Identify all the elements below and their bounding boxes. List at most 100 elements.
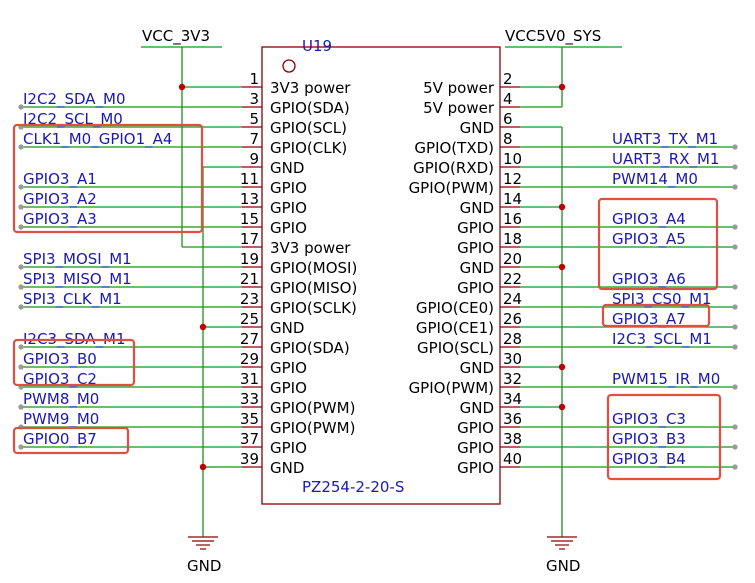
net-label: GPIO3_B3 (612, 430, 686, 449)
pin-name: GND (270, 159, 304, 177)
pin-number: 26 (503, 310, 522, 328)
pin-name: GPIO(RXD) (413, 159, 494, 177)
net-terminal (732, 284, 738, 290)
pin-name: GND (460, 119, 494, 137)
pin-name: GPIO (270, 199, 307, 217)
highlight-box (12, 123, 204, 234)
ground-symbol-right (547, 536, 577, 550)
junction-dot (558, 83, 566, 91)
junction-dot (558, 263, 566, 271)
net-label: GPIO3_A6 (612, 270, 686, 289)
pin-number: 39 (240, 450, 259, 468)
power-label-right: VCC5V0_SYS (505, 27, 601, 46)
junction-dot (178, 83, 186, 91)
pin-number: 36 (503, 410, 522, 428)
pin-number: 33 (240, 390, 259, 408)
net-terminal (18, 224, 24, 230)
pin-name: 3V3 power (270, 239, 351, 257)
net-terminal (732, 444, 738, 450)
net-terminal (18, 144, 24, 150)
pin-name: GND (460, 199, 494, 217)
pin-name: GND (460, 399, 494, 417)
net-label: SPI3_CS0_M1 (612, 290, 712, 309)
highlight-box (601, 303, 711, 328)
pin-number: 23 (240, 290, 259, 308)
net-terminal (732, 304, 738, 310)
pin-number: 20 (503, 250, 522, 268)
pin-name: GPIO(SCLK) (270, 299, 357, 317)
pin-number: 14 (503, 190, 522, 208)
pin-name: GPIO (457, 459, 494, 477)
net-label: I2C2_SDA_M0 (23, 90, 126, 109)
pin-number: 13 (240, 190, 259, 208)
pin-number: 6 (503, 110, 513, 128)
highlight-box (12, 338, 136, 387)
pin-number: 28 (503, 330, 522, 348)
junction-dot (558, 203, 566, 211)
pin-number: 24 (503, 290, 522, 308)
pin-number: 17 (240, 230, 259, 248)
pin1-marker (282, 59, 296, 73)
component-designator: U19 (302, 37, 332, 55)
pin-name: GND (270, 459, 304, 477)
pin-number: 11 (240, 170, 259, 188)
net-label: CLK1_M0_GPIO1_A4 (23, 130, 172, 149)
net-terminal (18, 344, 24, 350)
net-label: GPIO3_A4 (612, 210, 686, 229)
pin-name: GPIO(PWM) (409, 379, 494, 397)
net-terminal (18, 404, 24, 410)
net-terminal (732, 184, 738, 190)
net-terminal (18, 284, 24, 290)
net-terminal (732, 244, 738, 250)
pin-number: 31 (240, 370, 259, 388)
pin-number: 12 (503, 170, 522, 188)
net-label: I2C3_SCL_M1 (612, 330, 712, 349)
pin-name: 5V power (423, 99, 495, 117)
pin-name: GPIO(SCL) (270, 119, 347, 137)
pin-number: 40 (503, 450, 522, 468)
net-label: GPIO3_A2 (23, 190, 97, 209)
pin-name: GPIO(SDA) (270, 99, 350, 117)
net-label: GPIO3_B4 (612, 450, 686, 469)
pin-number: 19 (240, 250, 259, 268)
net-label: GPIO3_C3 (612, 410, 686, 429)
pin-name: GPIO(PWM) (270, 399, 355, 417)
highlight-box (12, 426, 130, 455)
pin-name: GPIO(SDA) (270, 339, 350, 357)
net-terminal (732, 324, 738, 330)
pin-number: 15 (240, 210, 259, 228)
ground-symbol-left (188, 536, 218, 550)
net-label: PWM9_M0 (23, 410, 99, 429)
pin-number: 16 (503, 210, 522, 228)
net-terminal (18, 184, 24, 190)
pin-number: 3 (249, 90, 259, 108)
net-terminal (18, 444, 24, 450)
net-label: GPIO0_B7 (23, 430, 97, 449)
pin-number: 7 (249, 130, 259, 148)
pin-number: 35 (240, 410, 259, 428)
power-label-left: VCC_3V3 (142, 27, 210, 46)
pin-name: GND (460, 359, 494, 377)
net-terminal (18, 304, 24, 310)
header-body (261, 46, 501, 505)
pin-number: 38 (503, 430, 522, 448)
pin-name: GPIO(CE1) (416, 319, 494, 337)
net-terminal (732, 144, 738, 150)
pin-name: GPIO(PWM) (409, 179, 494, 197)
pin-name: GPIO (457, 279, 494, 297)
net-terminal (732, 384, 738, 390)
net-terminal (18, 264, 24, 270)
net-terminal (18, 204, 24, 210)
pin-name: GPIO(PWM) (270, 419, 355, 437)
pin-number: 21 (240, 270, 259, 288)
pin-name: GPIO (457, 419, 494, 437)
pin-name: GND (270, 319, 304, 337)
pin-name: GPIO(MISO) (270, 279, 357, 297)
net-label: SPI3_MOSI_M1 (23, 250, 132, 269)
pin-name: GPIO(SCL) (417, 339, 494, 357)
pin-name: 3V3 power (270, 79, 351, 97)
net-label: GPIO3_A7 (612, 310, 686, 329)
pin-name: GPIO(CE0) (416, 299, 494, 317)
net-terminal (18, 364, 24, 370)
net-label: GPIO3_B0 (23, 350, 97, 369)
